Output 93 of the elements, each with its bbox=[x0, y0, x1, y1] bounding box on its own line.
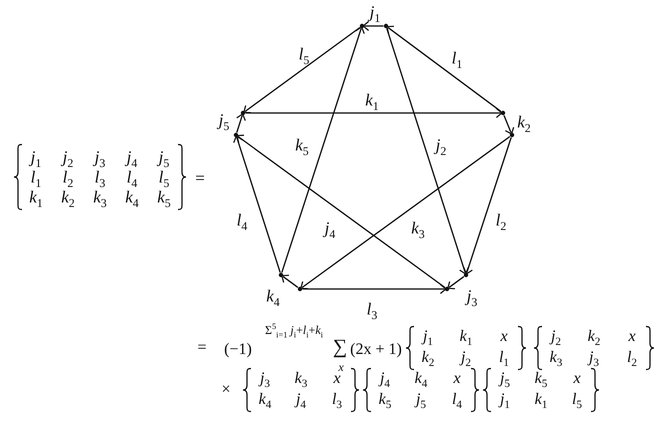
edge-label: j$_{3}$ bbox=[466, 288, 478, 304]
vertex-dot bbox=[234, 132, 238, 138]
matrix-entry: k$_{3}$ bbox=[93, 188, 107, 206]
edge-label: k$_{3}$ bbox=[411, 220, 425, 236]
times-sign: × bbox=[221, 382, 231, 398]
matrix-entry: j$_{4}$ bbox=[296, 392, 306, 408]
matrix-entry: l$_{2}$ bbox=[62, 168, 74, 186]
arrow bbox=[386, 28, 469, 275]
summation-sign: ∑ bbox=[332, 337, 348, 357]
edge-label: j$_{5}$ bbox=[218, 112, 230, 128]
edge-label: j$_{1}$ bbox=[370, 4, 380, 20]
matrix-entry: l$_{2}$ bbox=[626, 350, 638, 366]
vertex-dot bbox=[298, 286, 302, 292]
arrow bbox=[236, 113, 246, 133]
matrix-entry: x bbox=[333, 371, 341, 387]
edge-label: l$_{2}$ bbox=[496, 212, 506, 228]
matrix-entry: k$_{3}$ bbox=[294, 371, 308, 387]
matrix-entry: k$_{2}$ bbox=[61, 188, 75, 206]
arrow bbox=[463, 137, 512, 275]
vertex-dot bbox=[444, 286, 450, 292]
edge-label: l$_{1}$ bbox=[452, 50, 462, 66]
vertex-dot bbox=[384, 24, 388, 28]
edge-label: k$_{4}$ bbox=[266, 288, 280, 304]
arrow bbox=[233, 135, 281, 273]
matrix-entry: j$_{1}$ bbox=[422, 329, 434, 345]
arrow bbox=[302, 284, 446, 294]
matrix-entry: j$_{1}$ bbox=[500, 392, 510, 408]
edge-label: l$_{4}$ bbox=[236, 212, 248, 228]
edge-label: k$_{2}$ bbox=[517, 114, 531, 130]
exponent: Σ$^{5}$$_{i=1}$ j$_{i}$+l$_{i}$+k$_{i}$ bbox=[265, 324, 323, 336]
arrow bbox=[447, 276, 464, 290]
edge-label: j$_{4}$ bbox=[324, 220, 336, 236]
matrix-entry: k$_{3}$ bbox=[550, 350, 562, 366]
matrix-entry: j$_{3}$ bbox=[588, 350, 600, 366]
matrix-entry: l$_{4}$ bbox=[126, 168, 138, 186]
matrix-entry: x bbox=[573, 371, 581, 387]
matrix-entry: j$_{2}$ bbox=[550, 329, 562, 345]
matrix-entry: j$_{1}$ bbox=[30, 148, 42, 166]
matrix-entry: k$_{4}$ bbox=[414, 371, 428, 387]
prefactor: (−1) bbox=[224, 342, 252, 358]
arrow bbox=[362, 20, 384, 32]
matrix-entry: l$_{5}$ bbox=[572, 392, 582, 408]
factor: (2x + 1) bbox=[350, 342, 402, 358]
summation-index: x bbox=[338, 361, 344, 373]
matrix-entry: k$_{5}$ bbox=[378, 392, 392, 408]
matrix-entry: j$_{3}$ bbox=[260, 371, 270, 387]
vertex-dot bbox=[500, 110, 506, 116]
matrix-entry: j$_{4}$ bbox=[380, 371, 390, 387]
edge-label: j$_{2}$ bbox=[436, 136, 446, 154]
matrix-entry: k$_{2}$ bbox=[422, 350, 434, 366]
matrix-entry: j$_{3}$ bbox=[94, 148, 106, 166]
matrix-entry: l$_{1}$ bbox=[498, 350, 510, 366]
matrix-entry: k$_{4}$ bbox=[258, 392, 272, 408]
edge-label: k$_{5}$ bbox=[295, 136, 309, 154]
edge-label: l$_{3}$ bbox=[366, 300, 378, 318]
matrix-entry: l$_{3}$ bbox=[332, 392, 342, 408]
matrix-entry: k$_{1}$ bbox=[29, 188, 43, 206]
arrow bbox=[243, 27, 360, 114]
arrow bbox=[386, 26, 502, 112]
matrix-entry: x bbox=[628, 329, 636, 345]
equals-sign: = bbox=[195, 170, 205, 186]
arrow bbox=[236, 134, 446, 288]
matrix-entry: j$_{2}$ bbox=[62, 148, 74, 166]
matrix-entry: l$_{3}$ bbox=[94, 168, 106, 186]
vertex-dot bbox=[464, 272, 468, 278]
matrix-entry: j$_{4}$ bbox=[126, 148, 138, 166]
vertex-dot bbox=[278, 272, 284, 278]
vertex-dot bbox=[240, 110, 246, 116]
matrix-entry: l$_{1}$ bbox=[30, 168, 42, 186]
arrow bbox=[300, 136, 510, 290]
arrow bbox=[281, 26, 365, 273]
matrix-entry: j$_{2}$ bbox=[460, 350, 472, 366]
matrix-entry: k$_{5}$ bbox=[157, 188, 171, 206]
vertex-dot bbox=[510, 132, 514, 138]
matrix-entry: j$_{5}$ bbox=[416, 392, 426, 408]
matrix-entry: k$_{1}$ bbox=[534, 392, 548, 408]
arrow bbox=[246, 108, 502, 118]
edge-label: l$_{5}$ bbox=[298, 46, 310, 62]
matrix-entry: j$_{5}$ bbox=[158, 148, 170, 166]
matrix-entry: l$_{4}$ bbox=[452, 392, 462, 408]
vertex-dot bbox=[360, 24, 364, 28]
equals-sign: = bbox=[197, 340, 207, 356]
arrow bbox=[503, 115, 514, 135]
matrix-entry: j$_{5}$ bbox=[500, 371, 510, 387]
matrix-entry: k$_{5}$ bbox=[534, 371, 548, 387]
matrix-entry: k$_{4}$ bbox=[125, 188, 139, 206]
arrow bbox=[281, 274, 298, 288]
matrix-entry: k$_{1}$ bbox=[460, 329, 472, 345]
matrix-entry: k$_{2}$ bbox=[588, 329, 600, 345]
matrix-entry: x bbox=[453, 371, 461, 387]
edge-label: k$_{1}$ bbox=[365, 92, 379, 108]
matrix-entry: x bbox=[500, 329, 508, 345]
matrix-entry: l$_{5}$ bbox=[158, 168, 170, 186]
